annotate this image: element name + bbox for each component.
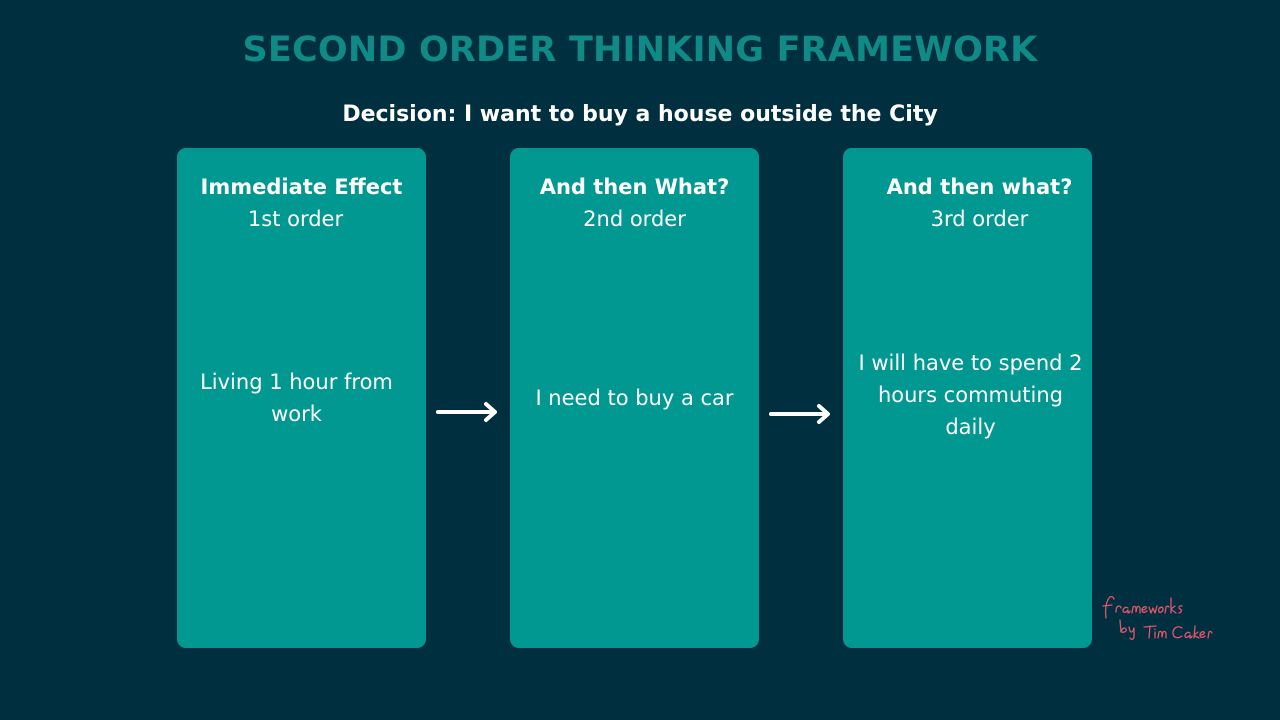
handwritten-signature (1102, 595, 1213, 640)
right-arrow-icon (769, 404, 830, 424)
card-effect-text: I need to buy a car (535, 386, 734, 410)
card-order-label: 3rd order (930, 207, 1029, 231)
card-order-label: 1st order (247, 207, 344, 231)
card-heading: And then What? (539, 175, 730, 199)
effect-card-third-order: And then what? 3rd order I will have to … (843, 148, 1092, 648)
decision-statement: Decision: I want to buy a house outside … (342, 102, 938, 127)
card-heading: And then what? (886, 175, 1073, 199)
effect-card-second-order: And then What? 2nd order I need to buy a… (510, 148, 759, 648)
right-arrow-icon (436, 402, 497, 422)
card-heading: Immediate Effect (200, 175, 403, 199)
diagram-title: SECOND ORDER THINKING FRAMEWORK (242, 30, 1038, 70)
card-effect-text: Living 1 hour from work (200, 370, 393, 426)
effect-card-first-order: Immediate Effect 1st order Living 1 hour… (177, 148, 426, 648)
card-effect-text: I will have to spend 2 hours commuting d… (858, 351, 1083, 439)
card-order-label: 2nd order (583, 207, 686, 231)
